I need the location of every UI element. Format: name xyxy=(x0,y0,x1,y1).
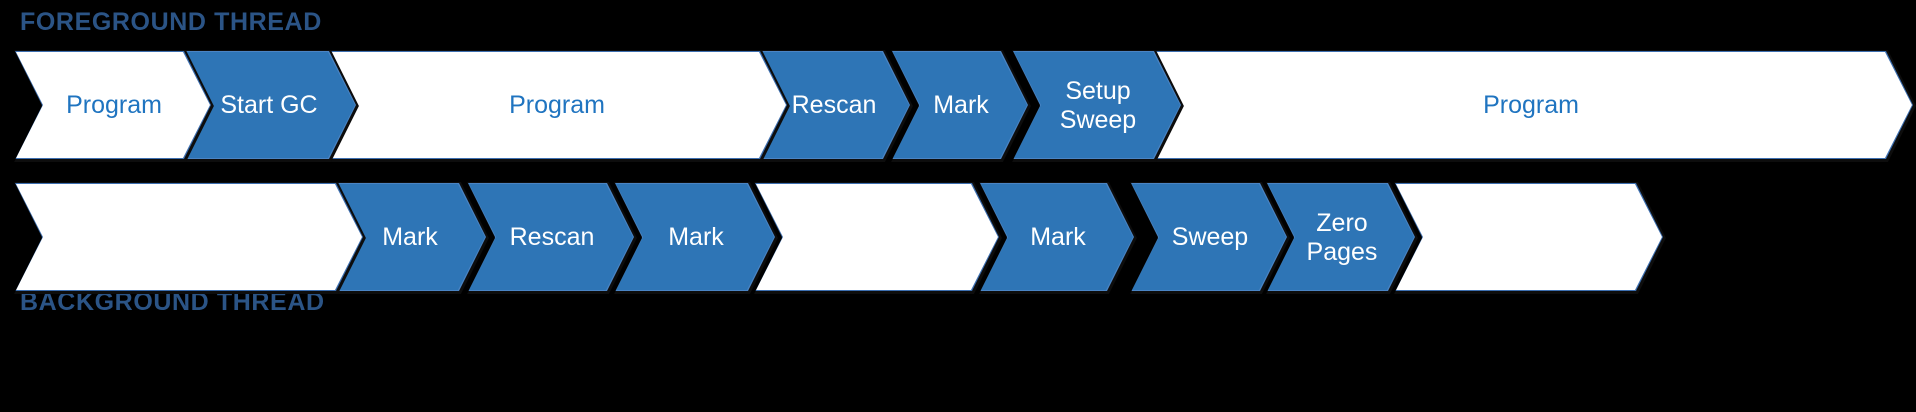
chevron-fill xyxy=(16,52,210,158)
chevron-label: Rescan xyxy=(791,91,877,120)
chevron-label: Mark xyxy=(1030,223,1086,252)
chevron-background-0-empty[interactable] xyxy=(14,182,366,294)
chevron-label: Mark xyxy=(668,223,724,252)
foreground-thread-row: Program Start GC Program Rescan Mark Setup Sw… xyxy=(0,50,1916,162)
chevron-foreground-4-mark[interactable]: Mark xyxy=(891,50,1031,162)
chevron-label: Mark xyxy=(382,223,438,252)
chevron-fill xyxy=(469,184,633,290)
chevron-background-7-sweep[interactable]: Sweep xyxy=(1130,182,1290,294)
chevron-label: Start GC xyxy=(220,91,318,120)
chevron-label: Rescan xyxy=(509,223,595,252)
chevron-fill xyxy=(1148,52,1912,158)
chevron-label: Sweep xyxy=(1171,223,1249,252)
chevron-foreground-2-program[interactable]: Program xyxy=(324,50,790,162)
chevron-fill xyxy=(16,184,362,290)
chevron-foreground-6-program[interactable]: Program xyxy=(1146,50,1916,162)
chevron-background-5-mark[interactable]: Mark xyxy=(979,182,1137,294)
background-thread-row: Mark Rescan Mark Mark Sweep Zero Pages xyxy=(0,182,1916,294)
foreground-thread-label: FOREGROUND THREAD xyxy=(20,8,322,36)
chevron-label: Setup Sweep xyxy=(1059,76,1137,134)
chevron-background-2-rescan[interactable]: Rescan xyxy=(467,182,637,294)
chevron-label: Program xyxy=(66,91,162,120)
chevron-fill xyxy=(1014,52,1180,158)
chevron-label: Program xyxy=(509,91,605,120)
chevron-label: Zero Pages xyxy=(1306,208,1378,266)
chevron-background-9-empty[interactable] xyxy=(1394,182,1666,294)
chevron-label: Mark xyxy=(933,91,989,120)
chevron-foreground-5-setup-sweep[interactable]: Setup Sweep xyxy=(1012,50,1184,162)
chevron-fill xyxy=(756,184,998,290)
chevron-fill xyxy=(326,52,786,158)
chevron-label: Program xyxy=(1483,91,1579,120)
chevron-foreground-0-program[interactable]: Program xyxy=(14,50,214,162)
chevron-fill xyxy=(1396,184,1662,290)
chevron-background-4-empty[interactable] xyxy=(754,182,1002,294)
chevron-background-3-mark[interactable]: Mark xyxy=(614,182,778,294)
